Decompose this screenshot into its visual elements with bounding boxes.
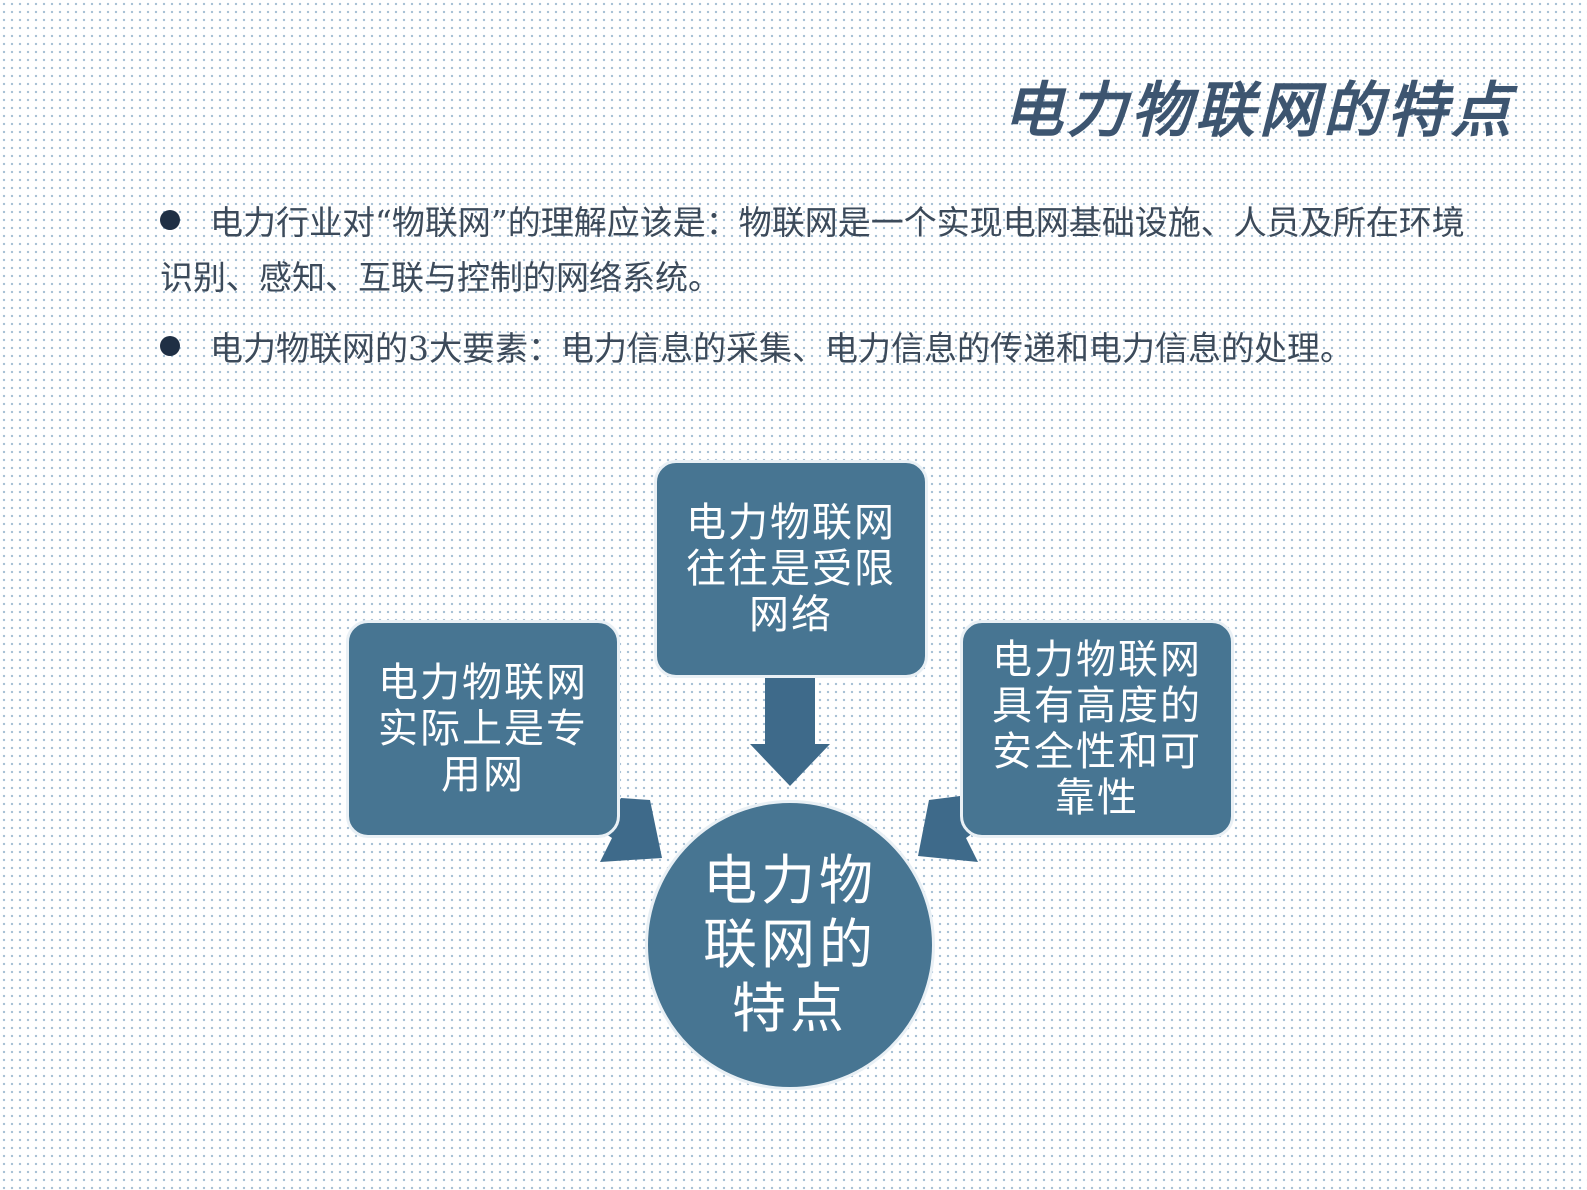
node-top: 电力物联网往往是受限网络 <box>654 460 928 678</box>
node-left-label: 电力物联网实际上是专用网 <box>378 660 588 798</box>
node-left: 电力物联网实际上是专用网 <box>346 620 620 838</box>
bullet-item: 电力行业对“物联网”的理解应该是：物联网是一个实现电网基础设施、人员及所在环境识… <box>160 195 1470 305</box>
bullet-dot-icon <box>160 210 180 230</box>
slide-title: 电力物联网的特点 <box>1003 76 1515 146</box>
node-top-label: 电力物联网往往是受限网络 <box>686 500 896 638</box>
center-node: 电力物联网的特点 <box>645 800 935 1090</box>
node-right-label: 电力物联网具有高度的安全性和可靠性 <box>992 637 1202 821</box>
bullet-list: 电力行业对“物联网”的理解应该是：物联网是一个实现电网基础设施、人员及所在环境识… <box>160 195 1470 392</box>
center-node-label: 电力物联网的特点 <box>703 849 877 1040</box>
bullet-dot-icon <box>160 336 180 356</box>
node-right: 电力物联网具有高度的安全性和可靠性 <box>960 620 1234 838</box>
bullet-item: 电力物联网的3大要素：电力信息的采集、电力信息的传递和电力信息的处理。 <box>160 321 1470 376</box>
bullet-text: 电力行业对“物联网”的理解应该是：物联网是一个实现电网基础设施、人员及所在环境识… <box>160 203 1465 297</box>
bullet-text: 电力物联网的3大要素：电力信息的采集、电力信息的传递和电力信息的处理。 <box>210 329 1353 368</box>
arrow-down-icon <box>750 678 830 786</box>
